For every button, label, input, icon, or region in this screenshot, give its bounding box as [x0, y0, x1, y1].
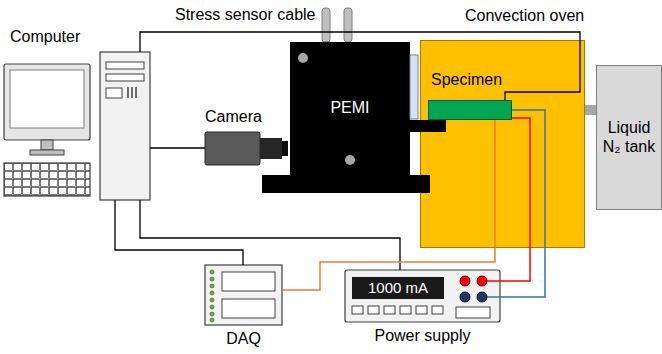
daq-module: [222, 299, 275, 318]
red-lead: [487, 280, 500, 282]
nitrogen-tank: Liquid N₂ tank: [596, 65, 662, 210]
daq-module: [222, 272, 275, 291]
node-label: Liquid N₂ tank: [600, 119, 658, 156]
thermocouple-wire: [282, 120, 495, 290]
daq-box: [205, 265, 282, 325]
computer-tower: [100, 52, 150, 200]
blue-terminal: [477, 292, 487, 302]
oven-box: Convection ovenSpecimen: [420, 40, 585, 248]
nitrogen-pipe: [585, 105, 596, 115]
computer-node: Computer: [2, 52, 150, 200]
monitor-screen: [10, 70, 84, 128]
node-label: Specimen: [431, 71, 502, 89]
keyboard: [4, 163, 90, 196]
node-label: Computer: [10, 28, 80, 46]
pemi-base: [262, 175, 430, 193]
camera-cable: [150, 147, 205, 148]
node-label: Convection oven: [465, 7, 584, 25]
red-terminal: [460, 276, 470, 286]
monitor-base: [30, 150, 64, 155]
node-label: DAQ: [205, 330, 282, 348]
daq-terminals: [210, 270, 214, 322]
specimen-bar: Specimen: [428, 100, 512, 120]
node-label: Power supply: [345, 327, 500, 345]
daq-cable: [115, 200, 243, 265]
drive-bay: [106, 62, 144, 69]
drive-bay: [106, 74, 144, 81]
blue-lead: [487, 296, 500, 298]
camera-lens-front: [282, 141, 288, 156]
monitor: [4, 64, 90, 140]
node-label: Camera: [205, 108, 262, 126]
positive-wire: [500, 118, 530, 281]
monitor-neck: [41, 140, 53, 150]
edge-label: Stress sensor cable: [172, 6, 319, 24]
daq-node: DAQ: [205, 265, 282, 325]
node-label: PEMI: [330, 99, 369, 117]
tower-vents: [128, 87, 136, 98]
negative-wire: [500, 110, 545, 297]
stress-cable: [140, 32, 580, 100]
red-terminal: [477, 276, 487, 286]
power-supply-buttons: [352, 306, 490, 318]
pemi-screw: [298, 53, 308, 63]
power-supply-display: [352, 277, 444, 299]
specimen-holder: [410, 120, 446, 132]
oven-window: [410, 55, 418, 119]
power-supply-node: 1000 mAPower supply: [345, 270, 500, 322]
power-supply-box: [345, 270, 500, 322]
display-reading: 1000 mA: [352, 277, 444, 299]
pemi-knob: [322, 8, 330, 42]
blue-terminal: [460, 292, 470, 302]
camera-lens: [260, 138, 282, 159]
supply-control-cable: [140, 200, 400, 270]
pemi-screw: [345, 155, 355, 165]
pemi-knob: [344, 8, 352, 42]
camera-node: Camera: [205, 132, 260, 165]
camera-body: [205, 132, 260, 165]
drive-slot: [106, 88, 122, 98]
